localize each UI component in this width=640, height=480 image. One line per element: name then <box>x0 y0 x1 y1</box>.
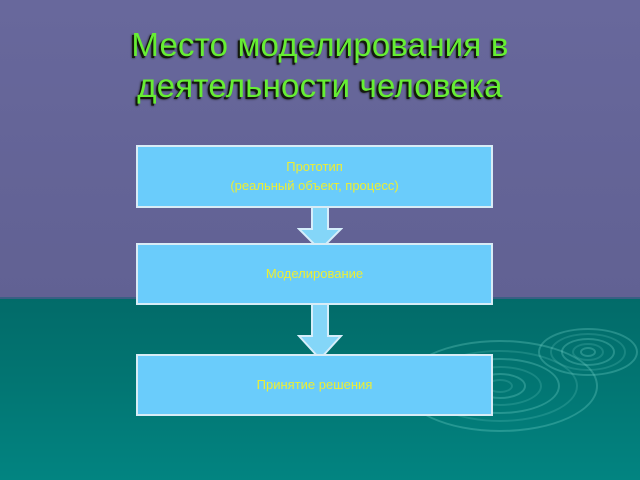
flow-step-prototype[interactable]: Прототип (реальный объект, процесс) <box>136 145 493 208</box>
slide-title-line-1: Место моделирования в <box>131 26 509 63</box>
flow-step-modeling-line-1: Моделирование <box>265 265 364 281</box>
arrow-down-modeling-to-decision-icon <box>297 300 343 360</box>
flow-step-decision-line-1: Принятие решения <box>256 376 373 392</box>
flow-step-prototype-line-2: (реальный объект, процесс) <box>230 177 399 193</box>
flow-step-modeling[interactable]: Моделирование <box>136 243 493 305</box>
flow-step-prototype-label: Прототип (реальный объект, процесс) <box>230 158 398 196</box>
slide-title: Место моделирования в деятельности челов… <box>50 24 590 107</box>
flow-step-prototype-line-1: Прототип <box>286 158 343 174</box>
flow-step-decision-label: Принятие решения <box>257 376 373 395</box>
flow-step-decision[interactable]: Принятие решения <box>136 354 493 416</box>
flow-step-modeling-label: Моделирование <box>266 265 363 284</box>
slide-title-line-2: деятельности человека <box>137 67 503 105</box>
